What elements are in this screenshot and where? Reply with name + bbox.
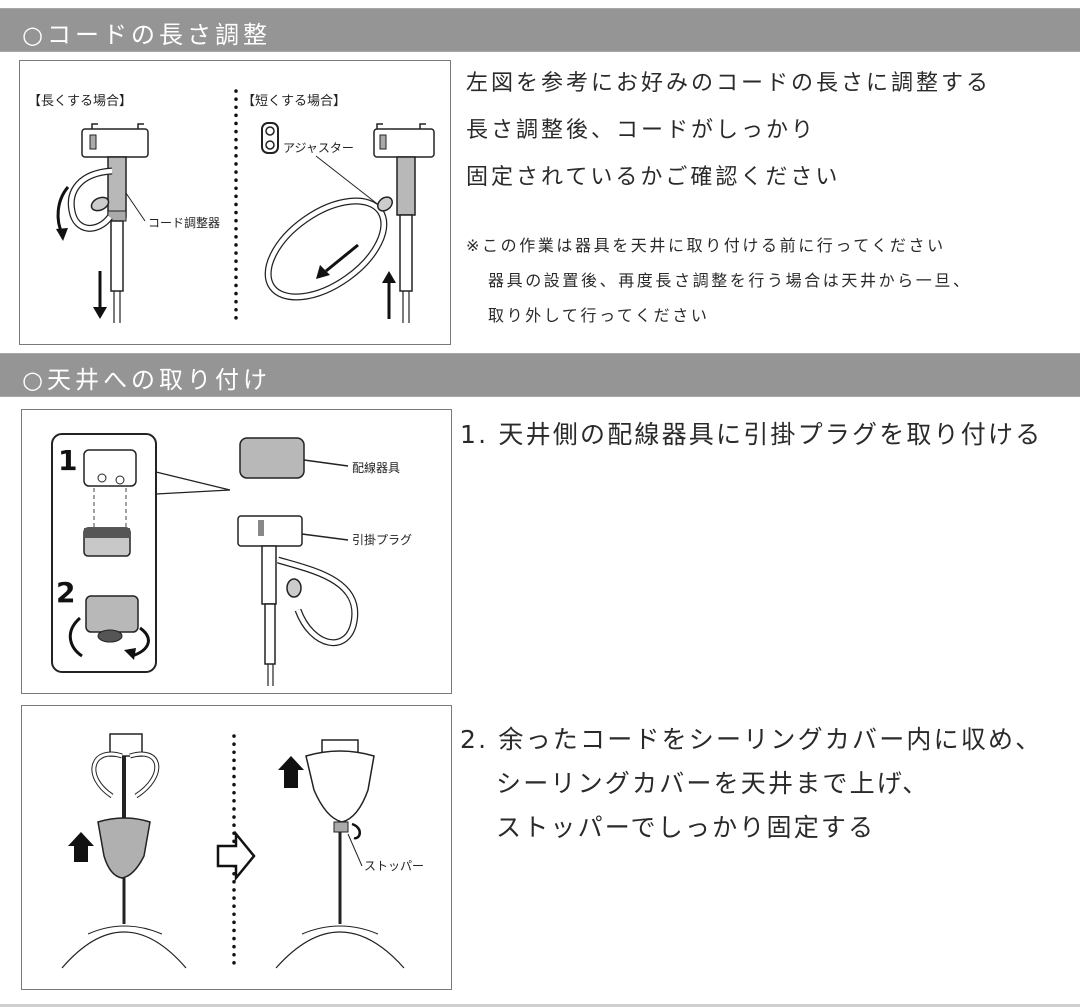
callout-wiring-fixture: 配線器具 [352, 460, 400, 475]
arrow-loop-icon [325, 243, 359, 273]
instruction-line: 固定されているかご確認ください [466, 165, 841, 190]
inset-step-number: 1 [58, 444, 77, 477]
step-1-text: 1. 天井側の配線器具に引掛プラグを取り付ける [460, 420, 1043, 449]
callout-adjuster: アジャスター [283, 141, 354, 155]
note-line: 取り外して行ってください [488, 306, 710, 325]
arrow-up-icon [278, 756, 304, 770]
rotate-arrow-icon [131, 626, 150, 658]
next-step-arrow-icon [216, 830, 256, 882]
plug-attachment-illustration: 1 2 配線器具 引掛プラグ [51, 433, 412, 686]
lamp-before-illustration [61, 733, 187, 969]
wiring-fixture-part [239, 437, 305, 479]
cord-adjustment-illustration: 【長くする場合】 【短くする場合】 コード調整器 [28, 89, 435, 325]
figure-cord-length-adjustment: 【長くする場合】 【短くする場合】 コード調整器 [19, 60, 451, 345]
arrow-rotate-icon [56, 186, 70, 234]
bottom-divider [0, 1004, 1080, 1007]
rotate-arrow-icon [68, 616, 83, 658]
cord-length-notes: ※この作業は器具を天井に取り付ける前に行ってください 器具の設置後、再度長さ調整… [466, 228, 972, 333]
callout-cord-adjuster: コード調整器 [148, 215, 220, 230]
cord-length-instructions: 左図を参考にお好みのコードの長さに調整する 長さ調整後、コードがしっかり 固定さ… [466, 60, 991, 201]
section-header-cord-length: ○コードの長さ調整 [0, 8, 1080, 52]
lamp-after-illustration: ストッパー [275, 739, 424, 969]
instruction-line: 長さ調整後、コードがしっかり [466, 118, 817, 143]
figure-hook-plug-attachment: 1 2 配線器具 引掛プラグ [21, 409, 452, 694]
label-lengthen: 【長くする場合】 [28, 94, 132, 109]
ceiling-cover-illustration: ストッパー [61, 733, 424, 970]
callout-stopper: ストッパー [364, 859, 424, 873]
step-2-line: シーリングカバーを天井まで上げ、 [496, 769, 930, 798]
callout-hook-plug: 引掛プラグ [352, 532, 412, 547]
note-line: 器具の設置後、再度長さ調整を行う場合は天井から一旦、 [488, 271, 972, 290]
section-title: ○天井への取り付け [22, 366, 271, 394]
note-line: ※この作業は器具を天井に取り付ける前に行ってください [466, 236, 946, 255]
lengthen-illustration: コード調整器 [56, 123, 220, 323]
step-2-line: ストッパーでしっかり固定する [496, 813, 876, 842]
section-header-ceiling-installation: ○天井への取り付け [0, 353, 1080, 397]
step-2-text: 2. 余ったコードをシーリングカバー内に収め、 シーリングカバーを天井まで上げ、… [460, 718, 1042, 850]
label-shorten: 【短くする場合】 [242, 94, 346, 109]
step-2-line: 2. 余ったコードをシーリングカバー内に収め、 [460, 725, 1043, 754]
shorten-illustration: アジャスター [261, 122, 435, 323]
rotate-arrow-icon [351, 822, 361, 840]
arrow-up-icon [68, 832, 94, 846]
inset-step-number: 2 [56, 576, 75, 609]
hook-plug-part [237, 515, 303, 547]
section-title: ○コードの長さ調整 [22, 21, 271, 49]
ceiling-cover-part [97, 817, 151, 879]
figure-ceiling-cover: ストッパー [21, 705, 452, 990]
ceiling-cover-part [305, 750, 375, 823]
instruction-line: 左図を参考にお好みのコードの長さに調整する [466, 71, 992, 96]
